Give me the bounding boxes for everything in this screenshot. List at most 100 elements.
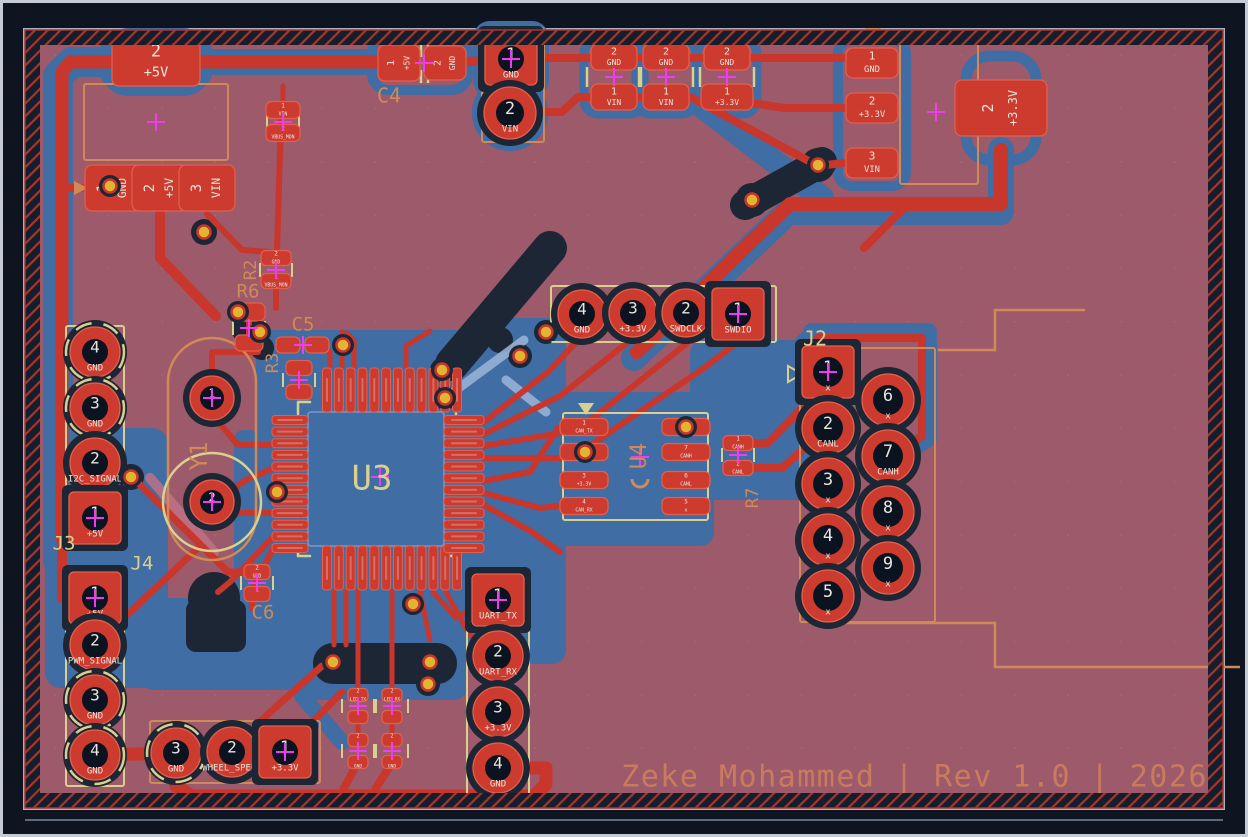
via[interactable] [807, 154, 829, 176]
via[interactable] [509, 345, 531, 367]
ref-label-j4[interactable]: J4 [131, 553, 154, 575]
svg-text:+3.3V: +3.3V [484, 724, 512, 734]
ref-label-r7[interactable]: R7 [743, 488, 763, 508]
ref-label-r3[interactable]: R3 [263, 353, 283, 373]
regulator-5v-pad-2[interactable]: 2+5V [111, 37, 201, 87]
ref-label-r2[interactable]: R2 [241, 260, 261, 280]
via[interactable] [417, 673, 439, 695]
db9-j2-pad-9[interactable]: 9x [855, 535, 921, 601]
via[interactable] [675, 416, 697, 438]
svg-text:WHEEL_SPEED: WHEEL_SPEED [202, 764, 262, 774]
resistor-led-tx-pad-2[interactable]: 2 [347, 732, 369, 748]
via[interactable] [99, 175, 121, 197]
uart-header-pad-3[interactable]: 3+3.3V [466, 680, 530, 744]
db9-j2[interactable]: 1x2CANL3x4x5x6x7CANH8x9x [795, 339, 921, 629]
capacitor-c5[interactable] [275, 336, 330, 354]
via[interactable] [227, 301, 249, 323]
via[interactable] [431, 359, 453, 381]
components-layer[interactable]: 2+5V1GND2+5V3VIN1+5V2GND1GND2VIN2GND1VIN… [62, 26, 1048, 800]
svg-text:3: 3 [628, 299, 638, 318]
resistor-r2[interactable]: 2GND1VBUS_MON [260, 249, 292, 290]
swd-header-pad-3[interactable]: 3+3.3V [602, 282, 664, 344]
mcu-u3-pins[interactable] [271, 367, 485, 591]
via[interactable] [434, 387, 456, 409]
via[interactable] [332, 334, 354, 356]
can-transceiver-u4-pad-3[interactable]: 3+3.3V [559, 470, 609, 490]
capacitor-c4-pad-1[interactable]: 1+5V [377, 44, 421, 82]
capacitor-cin3-pad-1[interactable]: 1+3.3V [700, 83, 754, 111]
can-transceiver-u4-pad-5[interactable]: 5x [661, 496, 711, 516]
via[interactable] [574, 441, 596, 463]
ref-label-j2[interactable]: J2 [803, 327, 827, 351]
svg-text:SWDCLK: SWDCLK [670, 325, 703, 335]
via[interactable] [266, 481, 288, 503]
vias-layer[interactable] [99, 154, 829, 695]
db9-j2-pad-5[interactable]: 5x [795, 563, 861, 629]
ref-label-j3[interactable]: J3 [53, 533, 76, 555]
svg-text:3: 3 [869, 149, 876, 162]
via[interactable] [741, 189, 763, 211]
db9-j2-pad-4[interactable]: 4x [795, 507, 861, 573]
ref-label-c4[interactable]: C4 [377, 84, 401, 108]
ref-label-c6[interactable]: C6 [252, 602, 275, 624]
regulator-3v3-pad-2[interactable]: 2+3.3V [845, 92, 899, 124]
db9-j2-pad-8[interactable]: 8x [855, 479, 921, 545]
db9-j2-pad-6[interactable]: 6x [855, 367, 921, 433]
via[interactable] [322, 651, 344, 673]
via[interactable] [193, 221, 215, 243]
via[interactable] [535, 321, 557, 343]
ref-label-u3[interactable]: U3 [352, 459, 393, 499]
ref-label-r6[interactable]: R6 [237, 281, 260, 303]
via[interactable] [249, 321, 271, 343]
via[interactable] [419, 651, 441, 673]
db9-j2-pad-3[interactable]: 3x [795, 451, 861, 517]
title-block-text[interactable]: Zeke Mohammed | Rev 1.0 | 2026 [621, 760, 1208, 795]
resistor-divider-top[interactable]: 1VIN2VBUS_MON [265, 100, 301, 143]
ref-label-y1[interactable]: Y1 [185, 442, 213, 471]
ref-label-c5[interactable]: C5 [292, 314, 315, 336]
ref-label-u4[interactable]: U4 [627, 443, 652, 470]
via[interactable] [402, 593, 424, 615]
regulator-3v3-pad-2[interactable]: 2+3.3V [954, 79, 1048, 137]
via[interactable] [120, 466, 142, 488]
